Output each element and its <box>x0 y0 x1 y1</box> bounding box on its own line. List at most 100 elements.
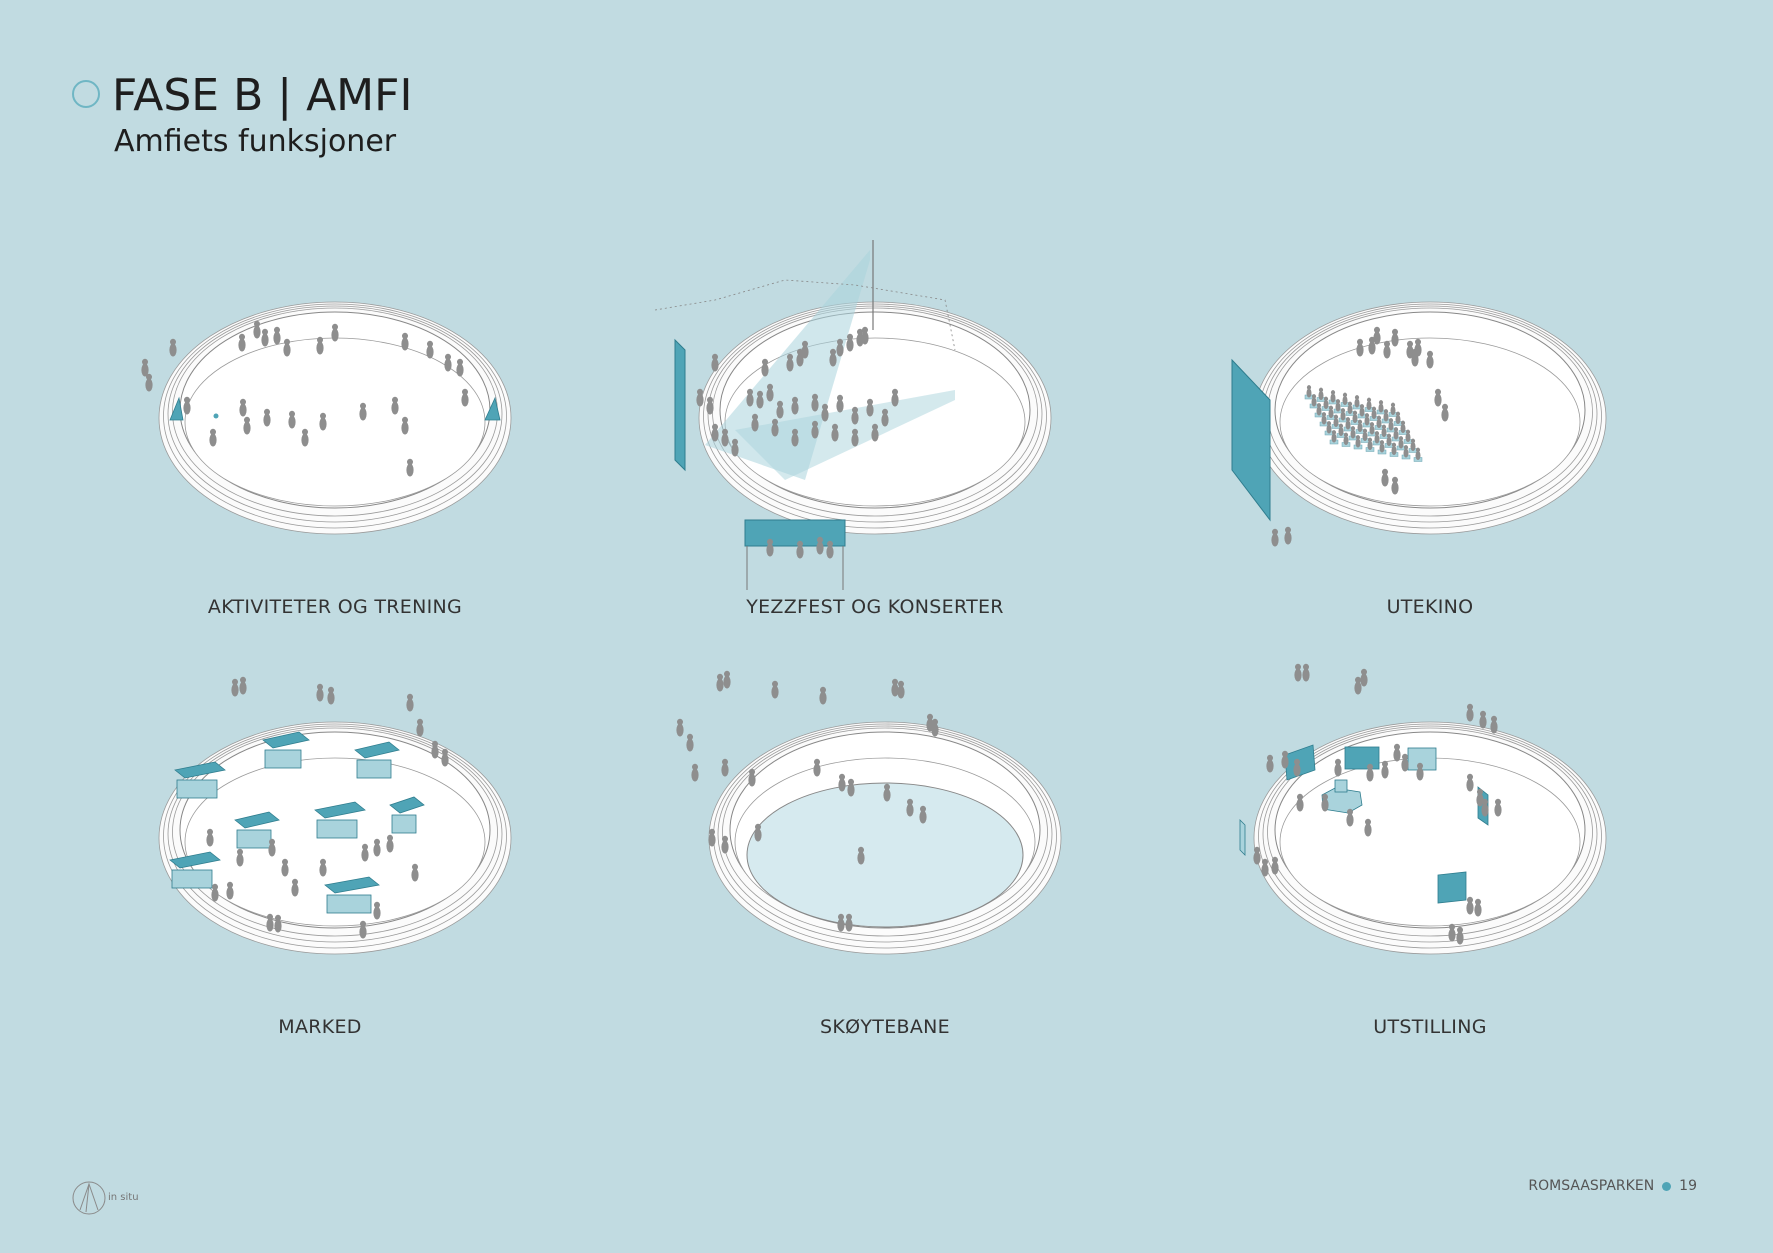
person-figure <box>711 428 719 442</box>
person-figure <box>327 691 335 705</box>
person-figure <box>1345 417 1351 422</box>
person-figure <box>1253 851 1261 865</box>
person-figure <box>767 383 773 391</box>
person-figure <box>1414 343 1422 357</box>
person-figure <box>360 402 366 410</box>
booth-roof <box>174 761 226 779</box>
person-figure <box>461 393 469 407</box>
person-figure <box>1350 426 1356 431</box>
person-figure <box>801 345 809 359</box>
person-figure <box>1362 428 1368 434</box>
person-figure <box>282 858 288 866</box>
person-figure <box>1361 668 1367 676</box>
person-figure <box>401 337 409 351</box>
person-figure <box>696 393 704 407</box>
arena-floor <box>1279 757 1581 927</box>
person-figure <box>1340 408 1346 413</box>
person-figure <box>884 783 890 791</box>
person-figure <box>1369 425 1375 435</box>
person-figure <box>1340 411 1346 421</box>
person-figure <box>1355 435 1361 440</box>
person-figure <box>1293 763 1301 777</box>
person-figure <box>1415 338 1421 346</box>
person-figure <box>1347 808 1353 816</box>
person-figure <box>1467 703 1473 711</box>
person-figure <box>1282 750 1288 758</box>
person-figure <box>391 401 399 415</box>
person-figure <box>1335 399 1341 404</box>
person-figure <box>1306 388 1312 398</box>
person-figure <box>1267 754 1273 762</box>
amphitheatre-market-illustration <box>158 676 512 955</box>
person-figure <box>731 443 739 457</box>
booth-stall <box>326 894 372 914</box>
person-figure <box>264 408 270 416</box>
person-figure <box>1331 430 1337 435</box>
person-figure <box>1378 403 1384 413</box>
person-figure <box>1354 395 1360 400</box>
person-figure <box>411 868 419 882</box>
person-figure <box>1392 476 1398 484</box>
person-figure <box>1303 663 1309 671</box>
person-figure <box>1297 793 1303 801</box>
person-figure <box>1400 423 1406 434</box>
booth-roof <box>262 731 310 749</box>
person-figure <box>1494 803 1502 817</box>
person-figure <box>169 343 177 357</box>
person-figure <box>1395 414 1401 425</box>
circle-icon <box>72 80 100 108</box>
person-figure <box>170 338 176 346</box>
person-figure <box>1364 416 1370 426</box>
person-figure <box>184 396 190 404</box>
person-figure <box>1393 430 1399 440</box>
person-figure <box>1343 432 1349 438</box>
person-figure <box>301 433 309 447</box>
person-figure <box>711 358 719 372</box>
booth-stall <box>356 759 392 779</box>
person-figure <box>406 463 414 477</box>
person-figure <box>838 913 844 921</box>
person-figure <box>830 348 836 356</box>
person-figure <box>320 412 326 420</box>
person-figure <box>821 408 829 422</box>
person-figure <box>274 919 282 933</box>
person-figure <box>416 723 424 737</box>
person-figure <box>721 840 729 854</box>
person-figure <box>1467 773 1473 781</box>
person-figure <box>883 788 891 802</box>
person-figure <box>755 823 761 831</box>
light-beam <box>735 390 955 480</box>
person-figure <box>762 358 768 366</box>
person-figure <box>857 851 865 865</box>
person-figure <box>677 718 683 726</box>
panel-exhibition <box>1210 663 1650 1030</box>
person-figure <box>240 398 246 406</box>
person-figure <box>1386 433 1392 439</box>
person-figure <box>1272 856 1278 864</box>
exhibit-panel <box>1437 871 1467 904</box>
person-figure <box>747 388 753 396</box>
person-figure <box>787 353 793 361</box>
person-figure <box>1466 778 1474 792</box>
person-figure <box>1345 420 1351 430</box>
person-figure <box>1373 331 1381 345</box>
person-figure <box>1416 767 1424 781</box>
person-figure <box>362 843 368 851</box>
person-figure <box>1330 390 1336 395</box>
person-figure <box>317 336 323 344</box>
caption-exhibition: UTSTILLING <box>1373 1016 1487 1038</box>
person-figure <box>1330 393 1336 403</box>
person-figure <box>1410 438 1416 444</box>
person-figure <box>722 758 728 766</box>
person-figure <box>406 698 414 712</box>
person-figure <box>1456 931 1464 945</box>
person-figure <box>401 421 409 435</box>
string-lights <box>654 279 956 351</box>
person-figure <box>1383 345 1391 359</box>
person-figure <box>771 423 779 437</box>
person-figure <box>1480 710 1486 718</box>
person-figure <box>697 388 703 396</box>
person-figure <box>386 839 394 853</box>
booth-stall <box>176 779 218 799</box>
person-figure <box>691 768 699 782</box>
